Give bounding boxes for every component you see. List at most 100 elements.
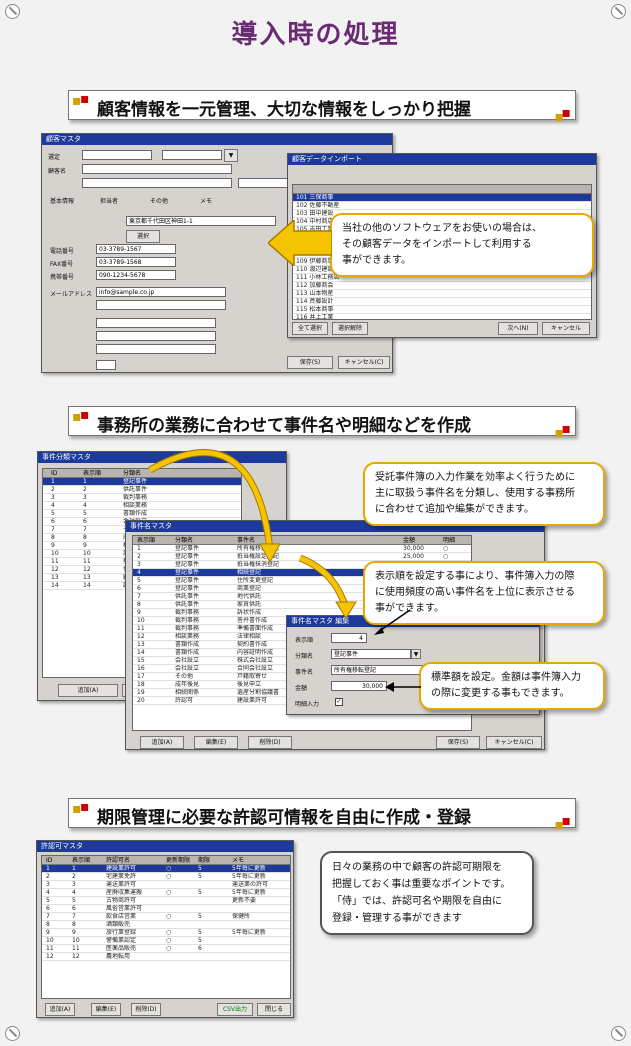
casename-delete-button[interactable]: 削除(D) [248,736,292,749]
import-cancel-button[interactable]: キャンセル [542,322,590,335]
class-add-button[interactable]: 追加(A) [58,684,118,697]
class-row-cell: 7 [51,526,55,533]
class-dropdown-button[interactable]: ▼ [411,649,421,659]
casename-row-cell: 後見申立 [237,681,262,688]
casename-save-button[interactable]: 保存(S) [436,736,480,749]
permit-row-cell: 5年毎に更新 [232,873,266,880]
quote-mark-icon: ▪ [80,407,90,423]
quote-mark-icon: ▪ [561,813,572,829]
import-row[interactable]: 102 佐藤不動産 [293,202,591,210]
search-field[interactable] [82,150,152,160]
case-names-callout: 受託事件簿の入力作業を効率よく行うために 主に取扱う事件名を分類し、使用する事務… [363,462,605,526]
permit-row-cell: 酒類販売 [106,921,131,928]
permit-row-cell: 5 [46,897,50,904]
class-row-cell: 3 [83,494,87,501]
permit-csv-button[interactable]: CSV出力 [217,1003,253,1016]
customer-cancel-button[interactable]: キャンセル(C) [338,356,390,369]
casename-close-button[interactable]: キャンセル(C) [486,736,542,749]
search-select[interactable] [162,150,222,160]
email-field[interactable]: info@sample.co.jp [96,287,226,297]
furigana-field[interactable] [82,178,232,188]
mobile-field[interactable]: 090-1234-5678 [96,270,176,280]
class-row-cell: 3 [51,494,55,501]
class-row-cell: 6 [83,518,87,525]
casename-row-cell: 30,000 [403,545,424,552]
corner-mark-bottom-right [611,1026,626,1041]
import-row[interactable]: 114 斉藤設計 [293,298,591,306]
permit-row-cell: 9 [46,929,50,936]
tab-other[interactable]: その他 [150,198,169,205]
permit-row-cell: 5年毎に更新 [232,929,266,936]
casename-row-cell: 19 [137,689,145,696]
permit-row-cell: 2 [46,873,50,880]
category-select[interactable] [96,318,216,328]
tab-memo[interactable]: メモ [200,198,213,205]
amount-field[interactable]: 30,000 [331,681,387,691]
tab-staff[interactable]: 担当者 [100,198,119,205]
casename-row-cell: 住所変更登記 [237,577,274,584]
permit-add-button[interactable]: 追加(A) [45,1003,75,1016]
import-row[interactable]: 101 三保商事 [293,194,591,202]
quote-mark-icon: ▪ [72,801,82,817]
class-row-cell: 相談業務 [123,502,148,509]
casename-row-cell: 裁判事務 [175,609,200,616]
rank-select[interactable] [238,178,288,188]
casename-row-cell: 会社設立 [175,665,200,672]
callout-line: 登録・管理する事ができます [332,913,462,924]
import-row[interactable]: 113 山本物産 [293,290,591,298]
address-field[interactable]: 東京都千代田区神田1-1 [126,216,276,226]
import-next-button[interactable]: 次へ(N) [498,322,538,335]
start-date-field[interactable] [96,360,116,370]
detail-checkbox[interactable]: ✓ [335,698,343,706]
casename-edit-button[interactable]: 編集(E) [194,736,238,749]
permit-delete-button[interactable]: 削除(D) [131,1003,161,1016]
customer-save-button[interactable]: 保存(S) [287,356,333,369]
name-field[interactable] [82,164,232,174]
casename-row-cell: 合同会社設立 [237,665,274,672]
permit-row-cell: 運送業許可 [106,881,137,888]
search-dropdown-button[interactable]: ▼ [224,149,238,162]
class-row-cell: 1 [83,478,87,485]
tab-basic[interactable]: 基本情報 [50,198,75,205]
casename-add-button[interactable]: 追加(A) [140,736,184,749]
callout-line: その顧客データをインポートして利用する [342,239,532,250]
fax-field[interactable]: 03-3789-1568 [96,257,176,267]
import-clear-button[interactable]: 選択解除 [332,322,368,335]
import-row[interactable]: 115 松本商事 [293,306,591,314]
permit-row-cell: 2 [72,873,76,880]
order-field[interactable]: 4 [331,633,367,643]
address-select-button[interactable]: 選択 [126,230,160,243]
class-select[interactable]: 登記事件 [331,649,411,659]
introducer-field[interactable] [96,344,216,354]
tel-field[interactable]: 03-3789-1567 [96,244,176,254]
permit-row-cell: 建設業許可 [106,865,137,872]
import-row[interactable]: 112 加藤商会 [293,282,591,290]
import-select-all-button[interactable]: 全て選択 [292,322,328,335]
permit-close-button[interactable]: 閉じる [257,1003,291,1016]
homepage-field[interactable] [96,300,226,310]
import-row[interactable]: 116 井上工業 [293,314,591,319]
import-row[interactable]: 111 小林工務店 [293,274,591,282]
staff-field[interactable] [96,331,216,341]
permit-row-cell: 5年毎に更新 [232,889,266,896]
permit-edit-button[interactable]: 編集(E) [91,1003,121,1016]
